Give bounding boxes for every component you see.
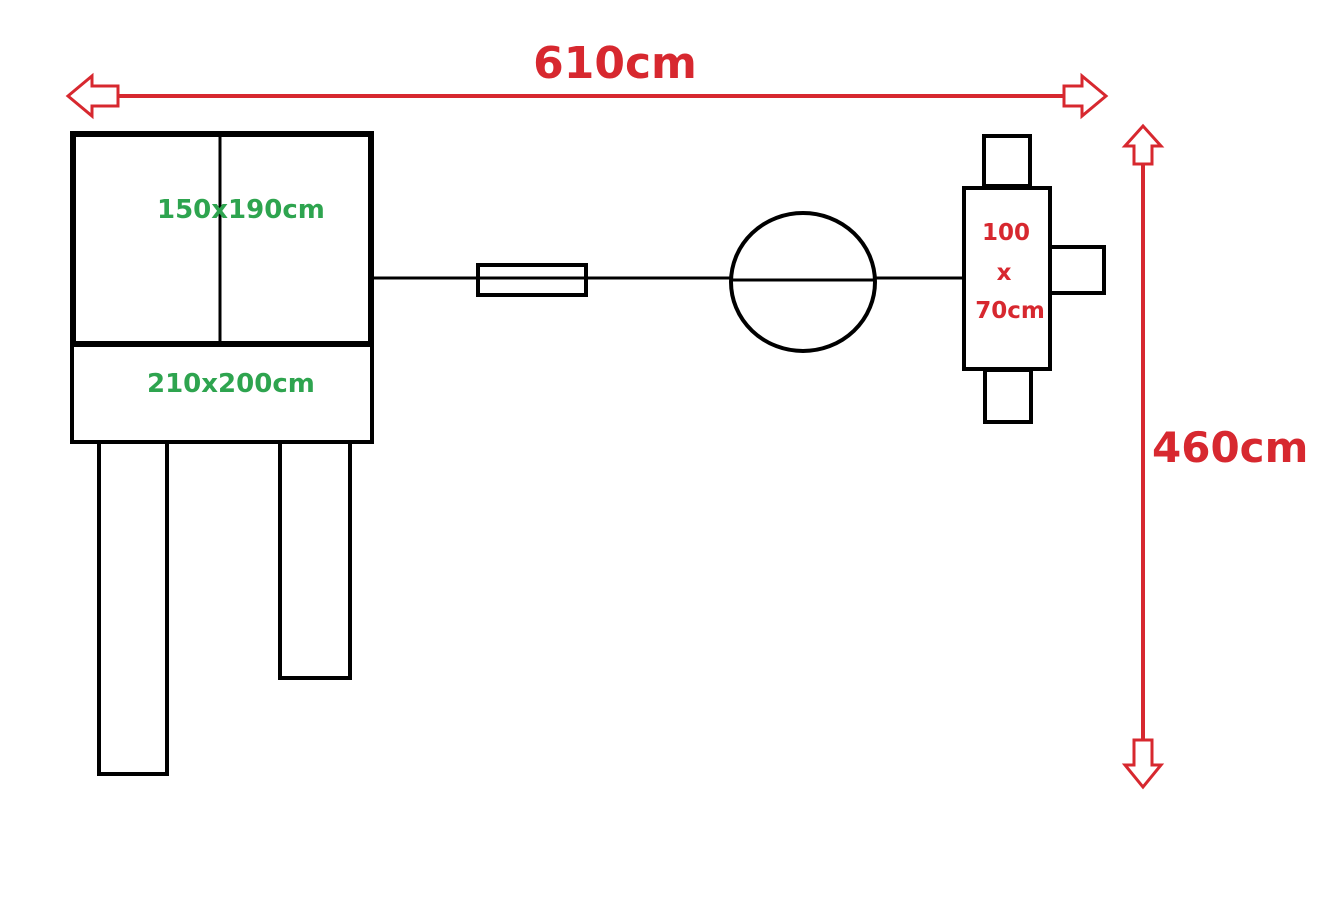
height-label: 460cm: [1152, 423, 1308, 472]
height-arrow-top: [1121, 123, 1165, 166]
bed-upper-label: 150x190cm: [157, 195, 325, 225]
table: [962, 186, 1052, 371]
round-element: [729, 211, 877, 353]
bed-lower-label: 210x200cm: [147, 369, 315, 399]
width-arrow-left: [65, 72, 120, 120]
height-dimension: 460cm: [1121, 123, 1308, 790]
chair-right: [1048, 245, 1106, 295]
left-strip: [97, 440, 169, 776]
bed-unit: 150x190cm 210x200cm: [70, 131, 374, 444]
chair-bottom: [983, 368, 1033, 424]
table-label-line-3: 70cm: [975, 298, 1045, 324]
width-arrow-right: [1062, 72, 1109, 120]
table-label-line-1: 100: [982, 220, 1030, 246]
table-label-line-2: x: [997, 260, 1012, 286]
chair-top: [982, 134, 1032, 188]
width-dimension: 610cm: [65, 38, 1109, 120]
height-arrow-bottom: [1121, 738, 1165, 790]
bed-lower-frame: [70, 342, 374, 444]
width-label: 610cm: [533, 38, 697, 89]
small-rectangle: [476, 263, 588, 297]
table-unit: 100 x 70cm: [962, 134, 1106, 424]
bed-upper-frame: [70, 131, 374, 347]
right-strip: [278, 440, 352, 680]
